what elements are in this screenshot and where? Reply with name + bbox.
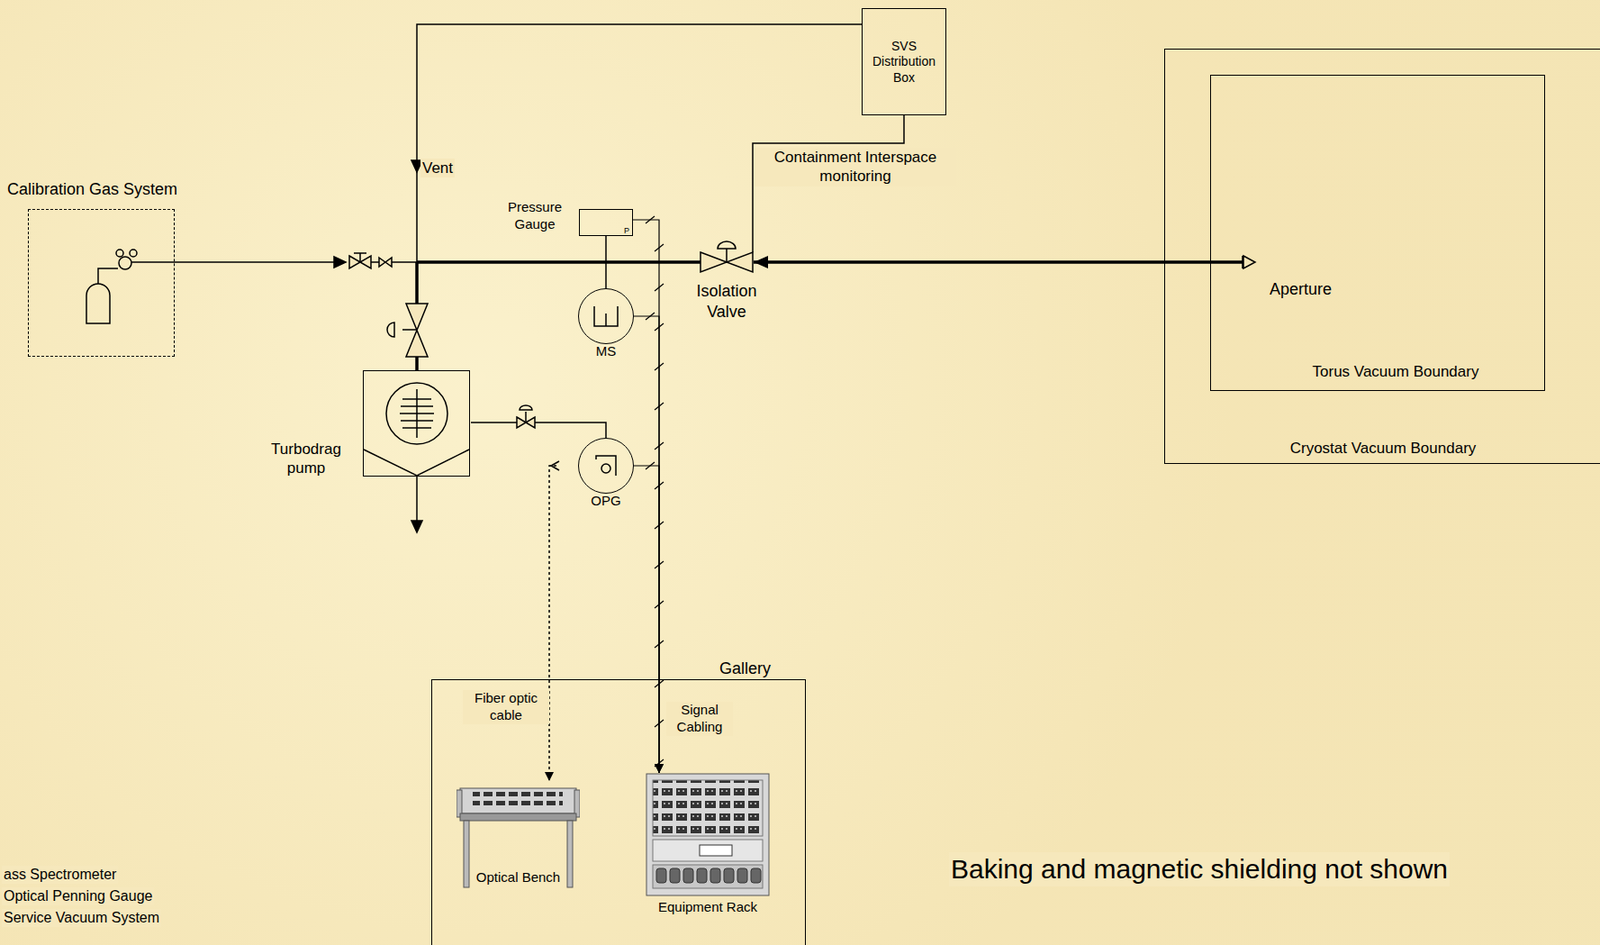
rack-icon bbox=[645, 772, 770, 896]
legend-text: Service Vacuum System bbox=[1, 908, 162, 927]
torus-boundary: Torus Vacuum Boundary Aperture bbox=[1210, 74, 1546, 391]
cryostat-boundary: Cryostat Vacuum Boundary Torus Vacuum Bou… bbox=[1164, 48, 1600, 464]
annotation-label: Baking and magnetic shielding not shown bbox=[949, 851, 1450, 886]
mass-spectrometer: MS bbox=[578, 288, 634, 344]
regulator-gauge bbox=[129, 249, 137, 257]
legend-text: Optical Penning Gauge bbox=[1, 886, 154, 905]
pump-outlet bbox=[363, 449, 470, 476]
equipment-rack: Equipment Rack bbox=[645, 772, 770, 896]
distribution-box: SVS Distribution Box bbox=[861, 8, 947, 116]
vent-line bbox=[416, 24, 862, 263]
regulator bbox=[118, 256, 132, 270]
node-label: Aperture bbox=[1269, 279, 1332, 300]
connector-line bbox=[633, 316, 660, 773]
aperture: Aperture bbox=[1237, 252, 1328, 299]
connector-line bbox=[549, 465, 557, 781]
connector-line bbox=[753, 260, 1243, 264]
pipe bbox=[370, 261, 380, 263]
pump-rotor bbox=[386, 382, 448, 444]
node-label: Isolation Valve bbox=[683, 280, 770, 322]
exhaust-line bbox=[415, 476, 418, 527]
node-label: MS bbox=[569, 343, 642, 361]
gauge-stem bbox=[605, 235, 607, 289]
opg-symbol bbox=[601, 463, 611, 473]
pressure-gauge: Pressure GaugeP bbox=[578, 208, 633, 236]
annotation-label: Signal Cabling bbox=[666, 701, 733, 736]
node-label: Turbodrag pump bbox=[261, 439, 352, 479]
header-pipe bbox=[415, 356, 419, 371]
valve-actuator bbox=[353, 253, 367, 263]
gas-system-box: Calibration Gas System bbox=[27, 208, 175, 357]
node-label: Optical Bench bbox=[456, 868, 580, 886]
calibration-arrow bbox=[334, 256, 346, 268]
isolation-valve-actuator bbox=[717, 241, 736, 263]
turbodrag-pump: Turbodrag pump bbox=[362, 370, 471, 477]
node-label: Torus Vacuum Boundary bbox=[1247, 361, 1545, 381]
ms-symbol bbox=[594, 306, 618, 326]
penning-gauge: OPG bbox=[578, 437, 634, 494]
node-label: SVS Distribution Box bbox=[862, 37, 946, 86]
isolation-valve: Isolation Valve bbox=[698, 239, 755, 276]
cylinder-neck bbox=[98, 268, 118, 284]
optical-bench: Optical Bench bbox=[456, 780, 580, 890]
legend-text: ass Spectrometer bbox=[1, 865, 118, 884]
annotation-label: Containment Interspace monitoring bbox=[754, 147, 957, 187]
exhaust-arrow bbox=[411, 520, 423, 533]
header-pipe bbox=[416, 260, 701, 264]
header-pipe bbox=[415, 262, 419, 304]
node-label: P bbox=[623, 226, 630, 236]
connector-line bbox=[632, 219, 660, 773]
cable-ticks bbox=[645, 216, 664, 767]
annotation-label: Vent bbox=[420, 158, 455, 178]
fiber-port bbox=[551, 461, 560, 471]
needle-valve bbox=[379, 257, 392, 267]
pump-valve-actuator bbox=[387, 322, 417, 337]
node-label: Pressure Gauge bbox=[498, 198, 571, 234]
pipe bbox=[391, 261, 417, 263]
node-label: OPG bbox=[569, 492, 642, 510]
pump-blades bbox=[399, 388, 434, 438]
gas-cylinder bbox=[86, 283, 110, 324]
opg-symbol bbox=[596, 455, 616, 476]
node-label: Equipment Rack bbox=[627, 898, 788, 916]
node-label: Calibration Gas System bbox=[7, 179, 178, 200]
node-label: Cryostat Vacuum Boundary bbox=[1165, 438, 1600, 458]
aperture-symbol bbox=[1242, 255, 1256, 269]
small-valve-actuator bbox=[519, 405, 533, 423]
calibration-line bbox=[131, 261, 345, 263]
connector-line bbox=[470, 422, 606, 438]
annotation-label: Fiber optic cable bbox=[462, 689, 550, 724]
regulator-gauge bbox=[116, 249, 124, 257]
node-label: Gallery bbox=[719, 658, 771, 679]
